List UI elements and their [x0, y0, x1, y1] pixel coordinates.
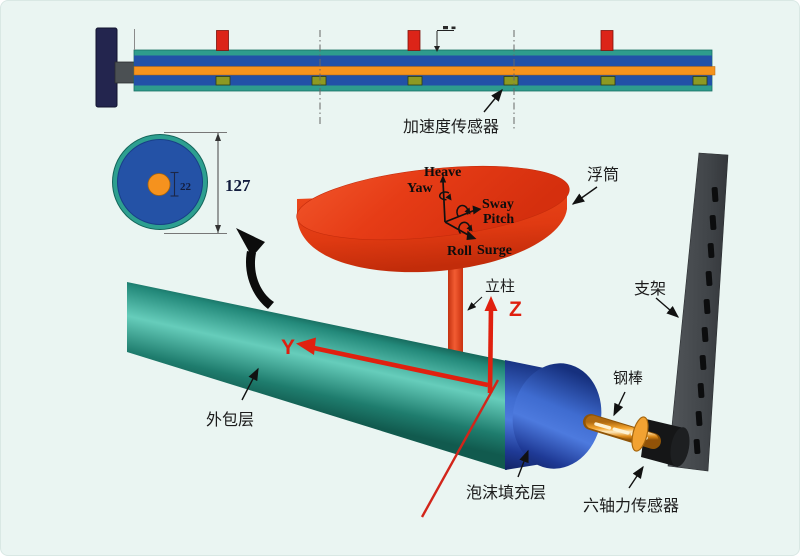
- surge-label: Surge: [477, 243, 512, 258]
- foam-end-cap: [505, 360, 602, 470]
- rod-flange: [631, 416, 649, 452]
- column-label: 立柱: [485, 278, 515, 295]
- z-axis-line: [487, 306, 494, 394]
- support-column: [448, 251, 463, 353]
- accel-sensor-label: 加速度传感器: [403, 118, 499, 136]
- main-cylinder: [127, 282, 507, 470]
- buoy-disc: [296, 165, 570, 273]
- section-reference-arrow: [236, 228, 274, 309]
- six-axis-force-sensor: [641, 419, 690, 467]
- heave-label: Heave: [424, 165, 461, 180]
- leader-labels: 立柱 支架 钢棒 外包层 泡沫填充层 六轴力传感器: [206, 278, 679, 515]
- wall-anchor-block: [95, 27, 118, 108]
- section-core: [147, 173, 171, 196]
- z-axis-label: Z: [509, 298, 522, 321]
- acceleration-sensor-blocks: [215, 76, 708, 86]
- y-axis-label: Y: [281, 336, 295, 359]
- steel-rod-label: 钢棒: [613, 370, 643, 387]
- bracket-label: 支架: [634, 280, 666, 298]
- bracket: [667, 152, 729, 472]
- sway-label: Sway: [482, 197, 514, 212]
- buoy-label: 浮筒: [587, 166, 619, 184]
- beam-core: [133, 66, 716, 76]
- buoy-leader: 浮筒: [571, 166, 619, 205]
- y-axis-line: [308, 344, 489, 388]
- bracket-slots: [693, 186, 719, 455]
- x-axis-line: [420, 379, 500, 518]
- cross-section: 22 127: [112, 132, 251, 234]
- diameter-dimension-value: 127: [225, 176, 251, 195]
- top-sensor-blocks: [216, 30, 614, 51]
- foam-layer-label: 泡沫填充层: [466, 484, 546, 502]
- buoy-motion-axes: [439, 175, 482, 240]
- outer-layer-label: 外包层: [206, 411, 254, 429]
- core-dimension: 22: [170, 171, 192, 197]
- diameter-dimension: 127: [164, 132, 251, 234]
- pitch-label: Pitch: [483, 212, 514, 227]
- steel-rod: [583, 414, 661, 452]
- beam-assembly: 加速度传感器: [95, 26, 716, 136]
- coordinate-axes: Y Z: [281, 296, 522, 518]
- beam-dimension-mark: [134, 26, 456, 52]
- anchor-connector: [114, 61, 136, 84]
- core-dimension-value: 22: [180, 181, 192, 193]
- yaw-label: Yaw: [407, 181, 434, 196]
- accel-sensor-leader: 加速度传感器: [403, 88, 503, 136]
- leader-lines: [241, 296, 680, 489]
- centerline-marks: [319, 30, 515, 129]
- six-axis-sensor-label: 六轴力传感器: [583, 497, 679, 515]
- roll-label: Roll: [447, 244, 472, 259]
- buoy-motion-labels: Heave Yaw Sway Pitch Roll Surge: [407, 165, 514, 259]
